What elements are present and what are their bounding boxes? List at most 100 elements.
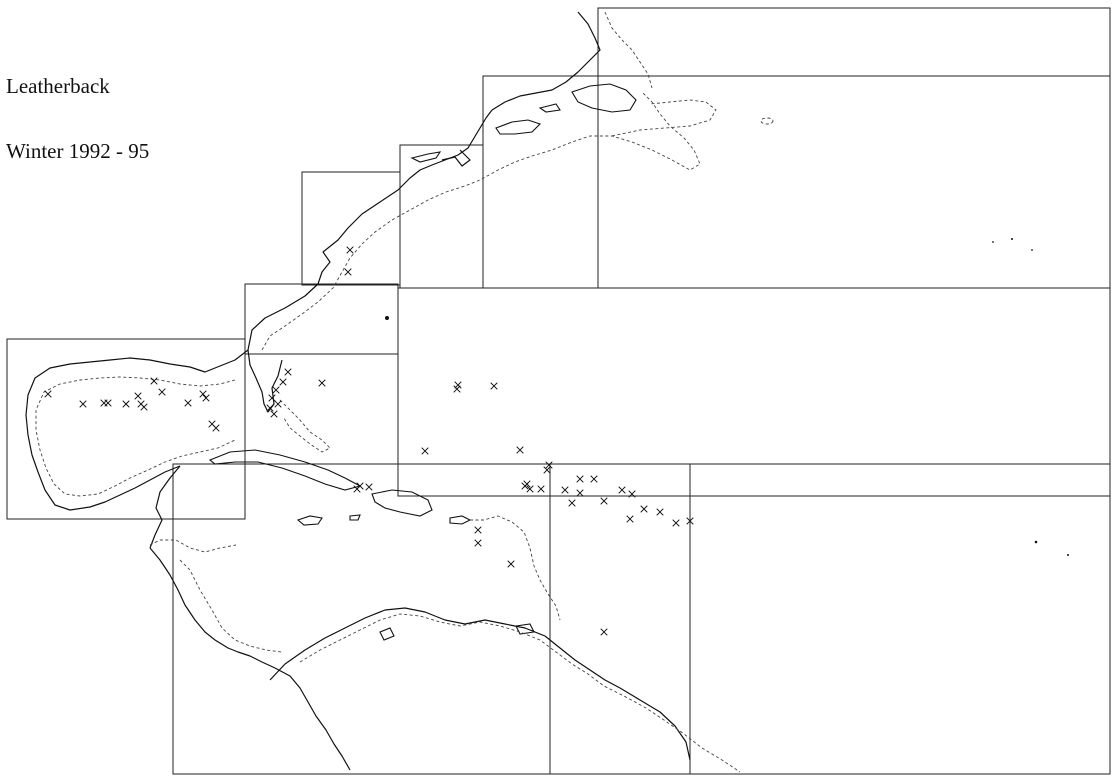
sighting-mark-39 — [590, 475, 598, 483]
sighting-mark-40 — [576, 489, 584, 497]
island-cuba — [208, 449, 362, 491]
panel-frame-sargasso — [397, 287, 1111, 497]
sighting-mark-56 — [600, 628, 608, 636]
sighting-mark-37 — [561, 486, 569, 494]
depth-contours — [35, 11, 741, 773]
sighting-mark-4 — [279, 378, 287, 386]
depth-contour-caribbean-west — [179, 559, 283, 653]
island-curacao — [379, 627, 395, 641]
sighting-mark-53 — [474, 526, 482, 534]
sighting-markers — [44, 246, 694, 636]
feature-dot-azores-2 — [1067, 554, 1069, 556]
depth-contour-antilles-arc — [470, 515, 561, 621]
sighting-mark-42 — [600, 497, 608, 505]
sighting-mark-28 — [490, 382, 498, 390]
island-hispaniola — [371, 489, 433, 517]
sighting-mark-49 — [686, 517, 694, 525]
coast-yucatan — [149, 465, 181, 549]
sighting-mark-3 — [284, 368, 292, 376]
sighting-mark-47 — [656, 508, 664, 516]
feature-ring-seamount — [760, 117, 774, 125]
sighting-mark-21 — [184, 399, 192, 407]
depth-contour-gulf-of-mexico — [35, 376, 236, 497]
sighting-mark-2 — [344, 268, 352, 276]
sighting-mark-20 — [158, 388, 166, 396]
sighting-mark-12 — [79, 400, 87, 408]
sighting-mark-38 — [576, 475, 584, 483]
depth-contour-east-coast — [261, 91, 701, 351]
sighting-mark-23 — [202, 394, 210, 402]
sighting-mark-18 — [140, 403, 148, 411]
island-long-island — [410, 151, 442, 163]
sighting-mark-6 — [268, 394, 276, 402]
depth-contour-labrador — [604, 11, 653, 89]
coast-gulf-of-mexico — [25, 349, 249, 511]
panel-frame-florida-bahamas — [244, 353, 399, 465]
island-trinidad — [515, 623, 535, 635]
panel-frame-caribbean — [172, 463, 691, 775]
feature-dots — [385, 117, 1069, 556]
island-pei — [538, 103, 561, 113]
sighting-mark-52 — [365, 483, 373, 491]
island-newfoundland — [571, 83, 637, 113]
sighting-mark-22 — [199, 390, 207, 398]
sighting-mark-46 — [626, 515, 634, 523]
panel-frame-new-england — [399, 144, 484, 289]
sighting-mark-9 — [270, 410, 278, 418]
panel-frame-southeast — [244, 283, 399, 355]
island-nova-scotia — [495, 119, 542, 135]
sighting-mark-1 — [346, 246, 354, 254]
sighting-mark-51 — [356, 482, 364, 490]
depth-contour-bahamas — [279, 399, 331, 453]
coast-us-east — [247, 109, 493, 351]
depth-contour-caribbean-south — [299, 613, 741, 773]
sighting-mark-35 — [526, 485, 534, 493]
feature-dot-north-1 — [1011, 238, 1013, 240]
sighting-mark-45 — [640, 505, 648, 513]
sighting-mark-8 — [266, 404, 274, 412]
sighting-mark-41 — [568, 499, 576, 507]
sighting-mark-30 — [516, 446, 524, 454]
sighting-mark-44 — [628, 490, 636, 498]
island-jamaica — [296, 515, 323, 526]
sighting-mark-32 — [543, 466, 551, 474]
sighting-mark-34 — [523, 480, 531, 488]
sighting-mark-36 — [537, 485, 545, 493]
depth-contour-central-america — [149, 539, 237, 553]
panel-frame-lesser-antilles — [549, 463, 1111, 775]
sighting-mark-27 — [453, 385, 461, 393]
coastlines — [25, 11, 691, 771]
sighting-mark-7 — [274, 400, 282, 408]
map-title-species: Leatherback — [6, 74, 110, 98]
coast-south-america — [269, 607, 691, 761]
island-cayman — [349, 514, 361, 521]
panel-frame-newfoundland — [597, 7, 1111, 289]
sighting-mark-10 — [318, 379, 326, 387]
sighting-mark-55 — [507, 560, 515, 568]
island-puerto-rico — [449, 515, 472, 525]
feature-dot-bermuda — [385, 316, 389, 320]
coast-cape-cod — [441, 149, 471, 167]
coast-florida — [247, 349, 283, 413]
sighting-mark-25 — [212, 424, 220, 432]
sighting-mark-15 — [122, 400, 130, 408]
sighting-mark-31 — [545, 461, 553, 469]
coast-central-america — [149, 547, 351, 771]
depth-contour-grand-banks — [611, 99, 717, 137]
sighting-mark-19 — [150, 377, 158, 385]
feature-dot-north-2 — [992, 241, 994, 243]
sighting-mark-5 — [272, 386, 280, 394]
panel-frame-mid-atlantic — [301, 171, 401, 286]
sighting-mark-48 — [672, 519, 680, 527]
sighting-mark-43 — [618, 486, 626, 494]
sighting-mark-29 — [421, 447, 429, 455]
sighting-mark-54 — [474, 539, 482, 547]
islands — [208, 83, 637, 641]
map-title-period: Winter 1992 - 95 — [6, 139, 150, 163]
feature-dot-north-3 — [1031, 249, 1033, 251]
sighting-mark-11 — [44, 390, 52, 398]
chart-panel-frames — [6, 7, 1111, 775]
panel-frame-nova-scotia — [482, 75, 1111, 289]
feature-dot-azores-1 — [1034, 540, 1038, 544]
